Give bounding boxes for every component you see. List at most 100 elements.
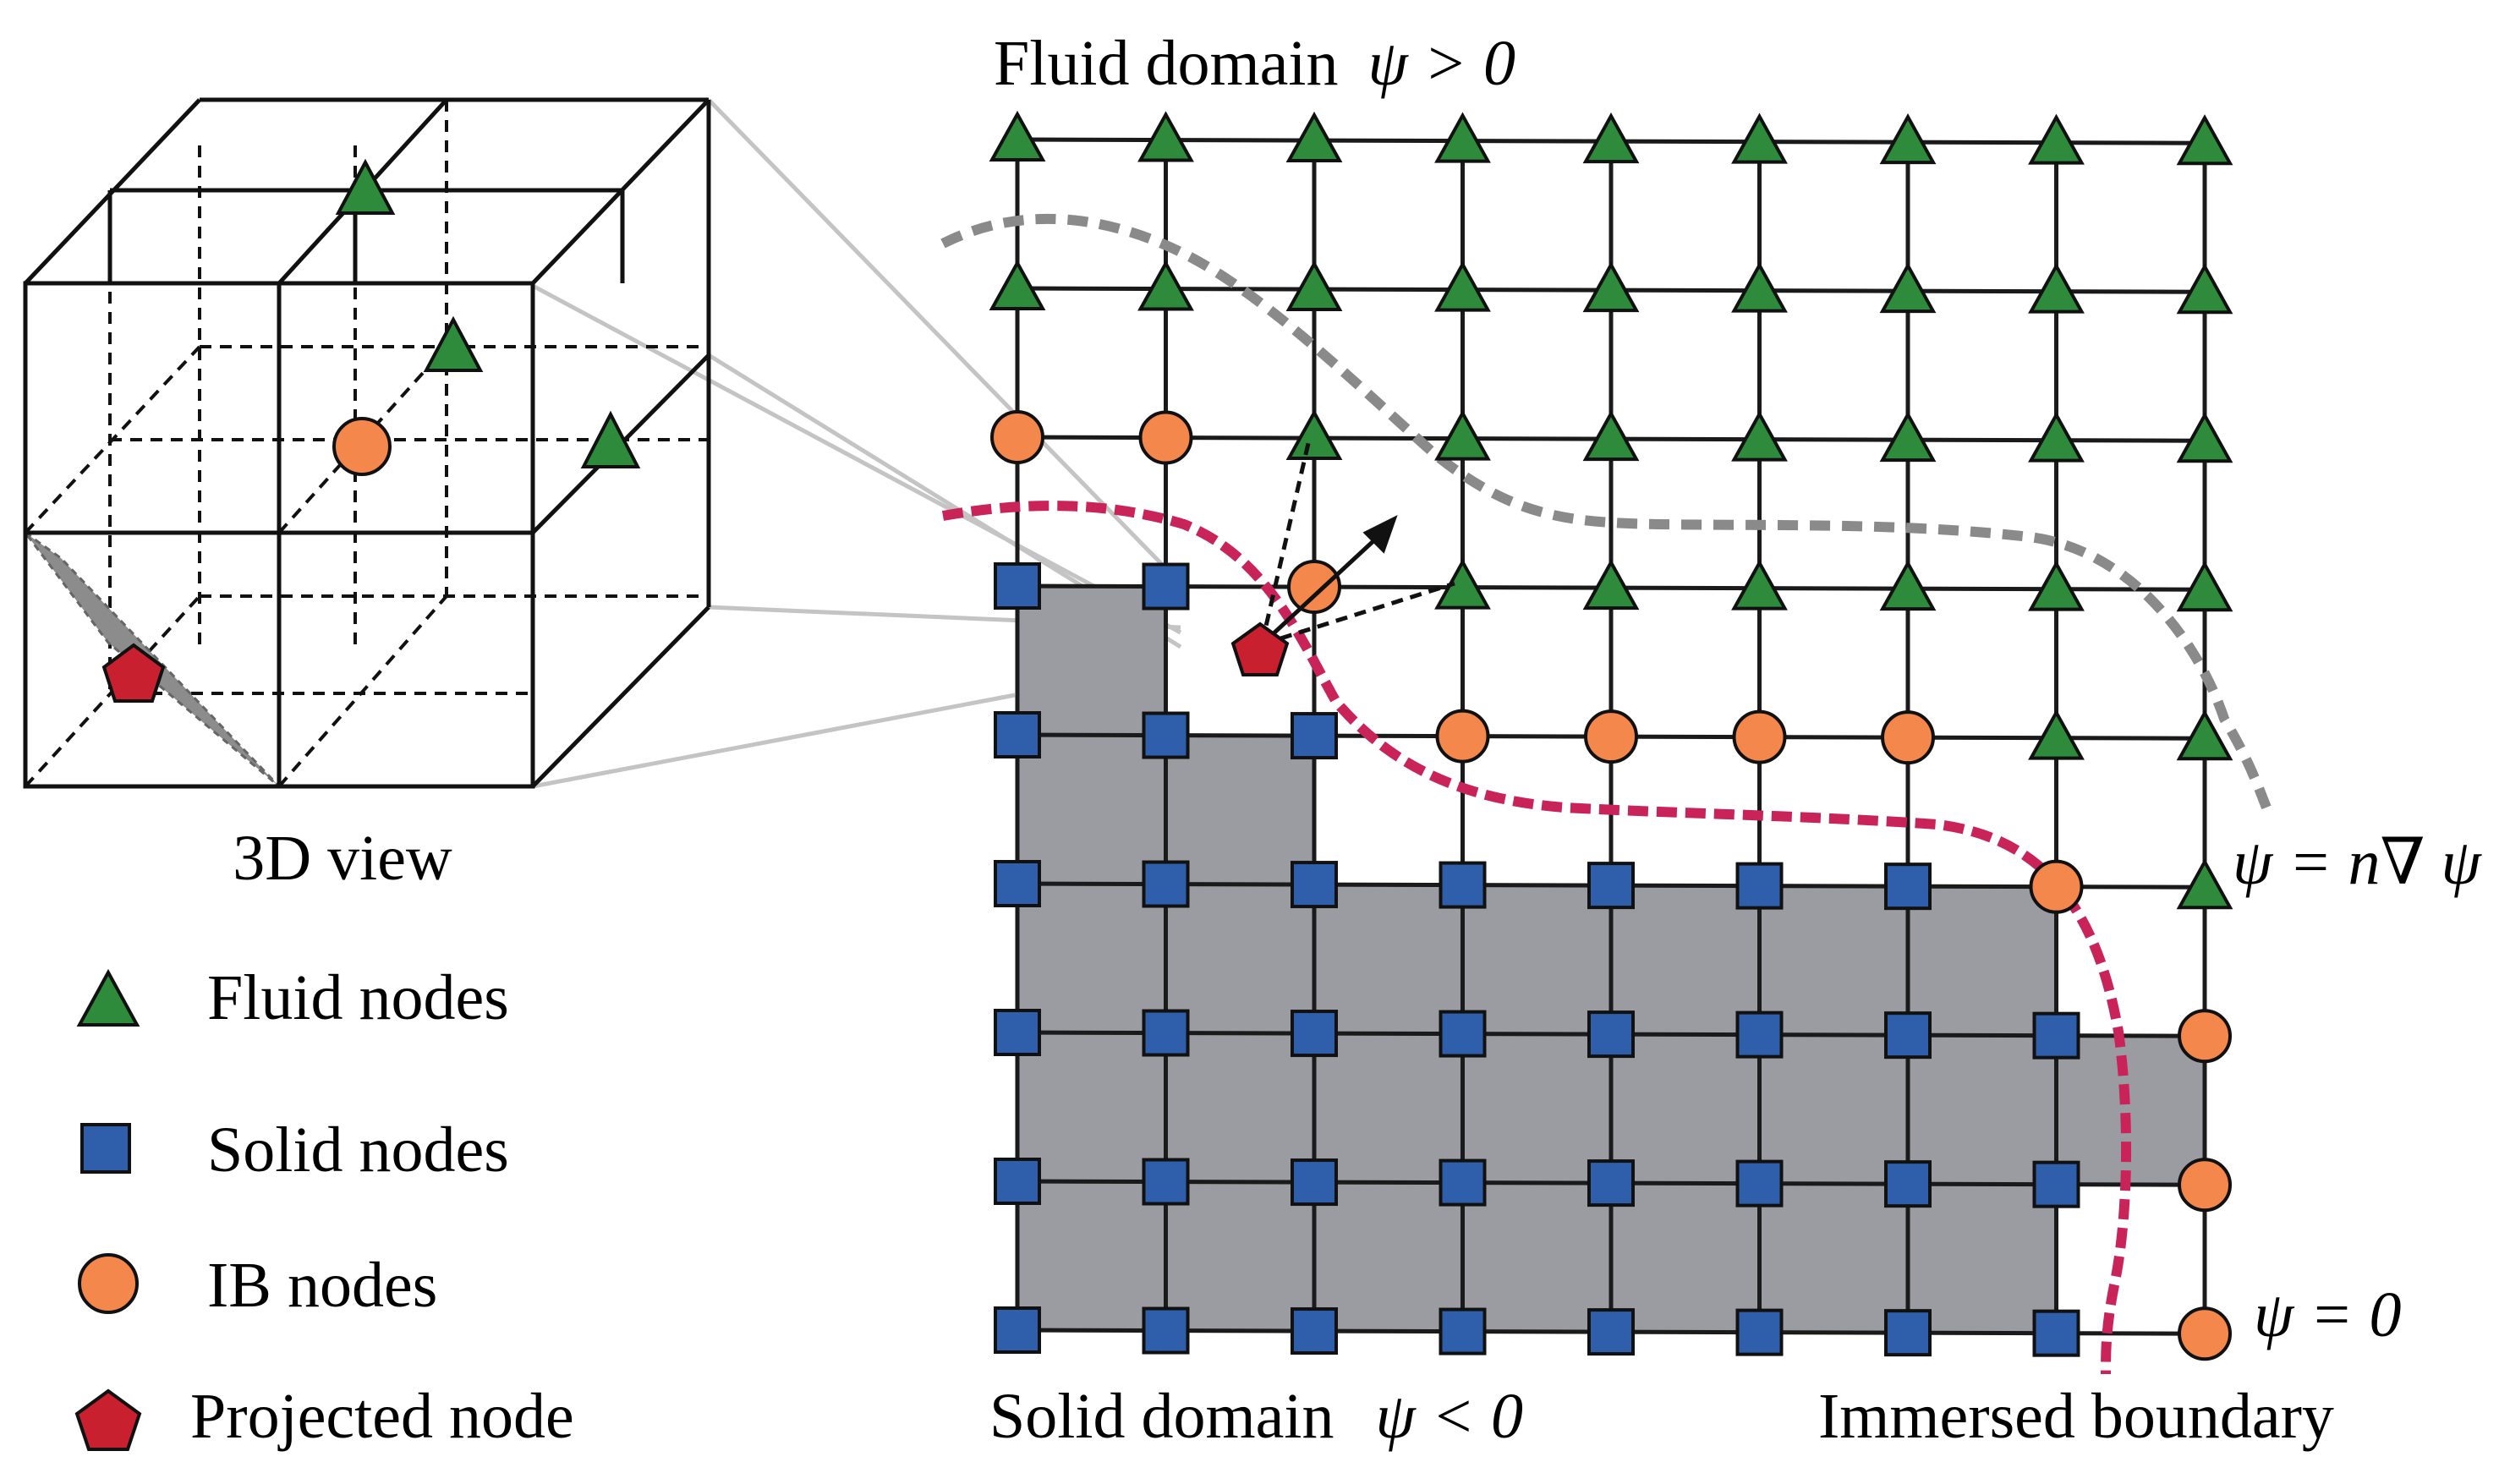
ib-node (2029, 859, 2084, 914)
cube-fluid-node (335, 158, 396, 215)
fluid-node (2028, 113, 2085, 165)
solid-node (1587, 1159, 1635, 1207)
ib-node (1584, 709, 1638, 764)
fluid-node (989, 110, 1046, 162)
ib-node (1435, 709, 1490, 764)
projection-dash-right (1261, 581, 1455, 647)
solid-node (1884, 1011, 1932, 1060)
ib-node (2178, 1306, 2232, 1361)
fluid-node (1582, 409, 1640, 462)
solid-node (994, 1009, 1041, 1056)
solid-node (1439, 861, 1487, 909)
ib-node (1881, 710, 1935, 765)
fluid-node (1879, 113, 1937, 165)
solid-node (1735, 1010, 1784, 1059)
cube-visible-edges (23, 97, 711, 789)
fluid-node (1582, 558, 1640, 611)
legend-fluid-icon (76, 968, 140, 1027)
solid-node (1291, 861, 1338, 909)
fluid-node (1285, 408, 1343, 461)
fluid-node (2176, 858, 2233, 910)
legend-ib-label: IB nodes (207, 1250, 437, 1321)
cube-ib-node (332, 417, 392, 476)
fluid-node (2176, 412, 2233, 463)
solid-node (1735, 1159, 1784, 1207)
legend-projected-label: Projected node (190, 1381, 574, 1452)
solid-node (1142, 1158, 1190, 1206)
solid-node (1142, 711, 1190, 759)
legend-ib-icon (78, 1253, 139, 1314)
fluid-node (1434, 409, 1491, 461)
fluid-node (1285, 260, 1343, 312)
solid-node (2032, 1160, 2080, 1208)
fluid-node (1731, 559, 1788, 611)
fluid-node (1434, 260, 1491, 312)
fluid-node (2176, 114, 2233, 166)
solid-node (1587, 1010, 1635, 1059)
fluid-node (1285, 111, 1343, 163)
fluid-node (2028, 411, 2085, 463)
fluid-node (1434, 558, 1491, 610)
fluid-node (1879, 560, 1937, 611)
solid-node (1884, 862, 1932, 911)
ib-node (2178, 1158, 2232, 1213)
cube-fluid-node (580, 410, 641, 468)
cube-caption: 3D view (233, 823, 452, 894)
solid-region (1017, 585, 2206, 1334)
solid-node (1735, 862, 1784, 910)
fluid-node (2028, 709, 2085, 760)
solid-node (1439, 1158, 1487, 1207)
grid-nodes (989, 110, 2233, 1361)
fluid-node (2176, 709, 2233, 761)
legend-solid-icon (80, 1123, 131, 1174)
solid-node (994, 860, 1041, 907)
solid-node (1142, 860, 1190, 908)
solid-node (1884, 1309, 1932, 1357)
solid-node (1142, 1306, 1190, 1355)
fluid-node (1879, 411, 1937, 463)
solid-node (994, 562, 1041, 610)
ib-node (1138, 410, 1193, 465)
ib-node (990, 410, 1044, 464)
fluid-node (1731, 112, 1788, 164)
solid-node (1291, 712, 1338, 760)
neumann-condition-label: ψ = n∇ ψ (2233, 827, 2483, 898)
solid-node (1291, 1010, 1338, 1058)
solid-node (994, 1306, 1041, 1354)
solid-node (1142, 562, 1190, 611)
solid-node (1291, 1307, 1338, 1355)
fluid-node (1879, 262, 1937, 314)
fluid-node (989, 259, 1046, 310)
zero-condition-label: ψ = 0 (2254, 1279, 2402, 1350)
level-set-curve (940, 213, 2272, 810)
solid-node (1587, 1308, 1635, 1356)
solid-node (1439, 1307, 1487, 1355)
fluid-node (1731, 410, 1788, 462)
projected-node (1230, 622, 1290, 676)
solid-node (994, 1158, 1041, 1205)
solid-node (1439, 1010, 1487, 1058)
normal-arrow-shaft (1260, 538, 1377, 646)
fluid-node (2028, 560, 2085, 611)
projection-dash-up (1259, 439, 1312, 645)
fluid-node (2176, 263, 2233, 315)
cube-3d-view (23, 97, 711, 789)
ib-node (1287, 560, 1341, 615)
legend-fluid-label: Fluid nodes (207, 962, 509, 1033)
legend: Fluid nodes Solid nodes IB nodes Project… (74, 962, 574, 1452)
solid-domain-label: Solid domain ψ < 0 (989, 1381, 1523, 1452)
zoom-connector-lines (531, 98, 1182, 789)
fluid-node (2028, 262, 2085, 314)
solid-node (2032, 1011, 2080, 1060)
fluid-node (1434, 112, 1491, 163)
fluid-node (1582, 112, 1640, 164)
fluid-node (1582, 260, 1640, 313)
projection-vectors (1259, 439, 1455, 647)
fluid-domain-label: Fluid domain ψ > 0 (994, 28, 1515, 99)
fluid-node (2176, 561, 2233, 612)
solid-node (1142, 1009, 1190, 1057)
legend-projected-icon (74, 1388, 142, 1451)
fluid-node (1731, 261, 1788, 313)
cube-projected-node (101, 643, 166, 703)
